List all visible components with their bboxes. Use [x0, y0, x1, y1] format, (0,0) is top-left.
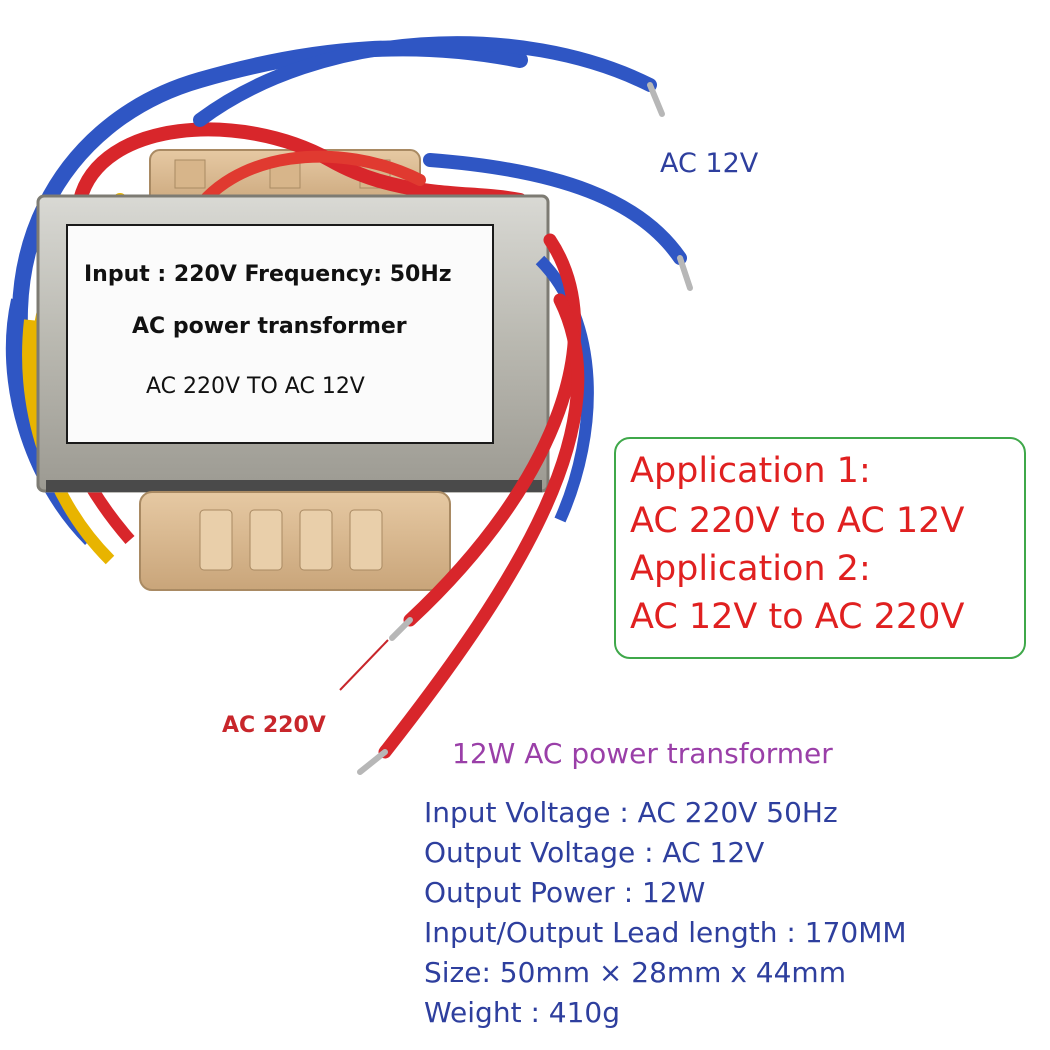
blue-lead-1 [193, 36, 657, 127]
label-conversion: AC 220V TO AC 12V [146, 374, 365, 399]
spec-input-voltage: Input Voltage : AC 220V 50Hz [424, 796, 838, 829]
red-lead-1 [403, 233, 582, 627]
application-2-heading: Application 2: [630, 549, 871, 589]
spec-output-power: Output Power : 12W [424, 876, 706, 909]
spec-lead-length: Input/Output Lead length : 170MM [424, 916, 907, 949]
application-2-text: AC 12V to AC 220V [630, 597, 965, 637]
product-label: Input : 220V Frequency: 50Hz AC power tr… [66, 224, 494, 444]
blue-lead-2 [423, 153, 687, 265]
red-lead-2 [378, 293, 585, 759]
spec-size: Size: 50mm × 28mm x 44mm [424, 956, 846, 989]
spec-weight: Weight : 410g [424, 996, 620, 1029]
applications-box: Application 1: AC 220V to AC 12V Applica… [614, 437, 1026, 659]
bobbin-bottom [139, 491, 451, 591]
label-product-type: AC power transformer [132, 314, 407, 339]
application-1-text: AC 220V to AC 12V [630, 501, 965, 541]
application-1-heading: Application 1: [630, 451, 871, 491]
spec-title: 12W AC power transformer [452, 737, 833, 770]
label-input-frequency: Input : 220V Frequency: 50Hz [84, 262, 452, 287]
secondary-wire-label: AC 12V [660, 148, 759, 179]
spec-output-voltage: Output Voltage : AC 12V [424, 836, 765, 869]
primary-wire-label: AC 220V [222, 713, 326, 738]
